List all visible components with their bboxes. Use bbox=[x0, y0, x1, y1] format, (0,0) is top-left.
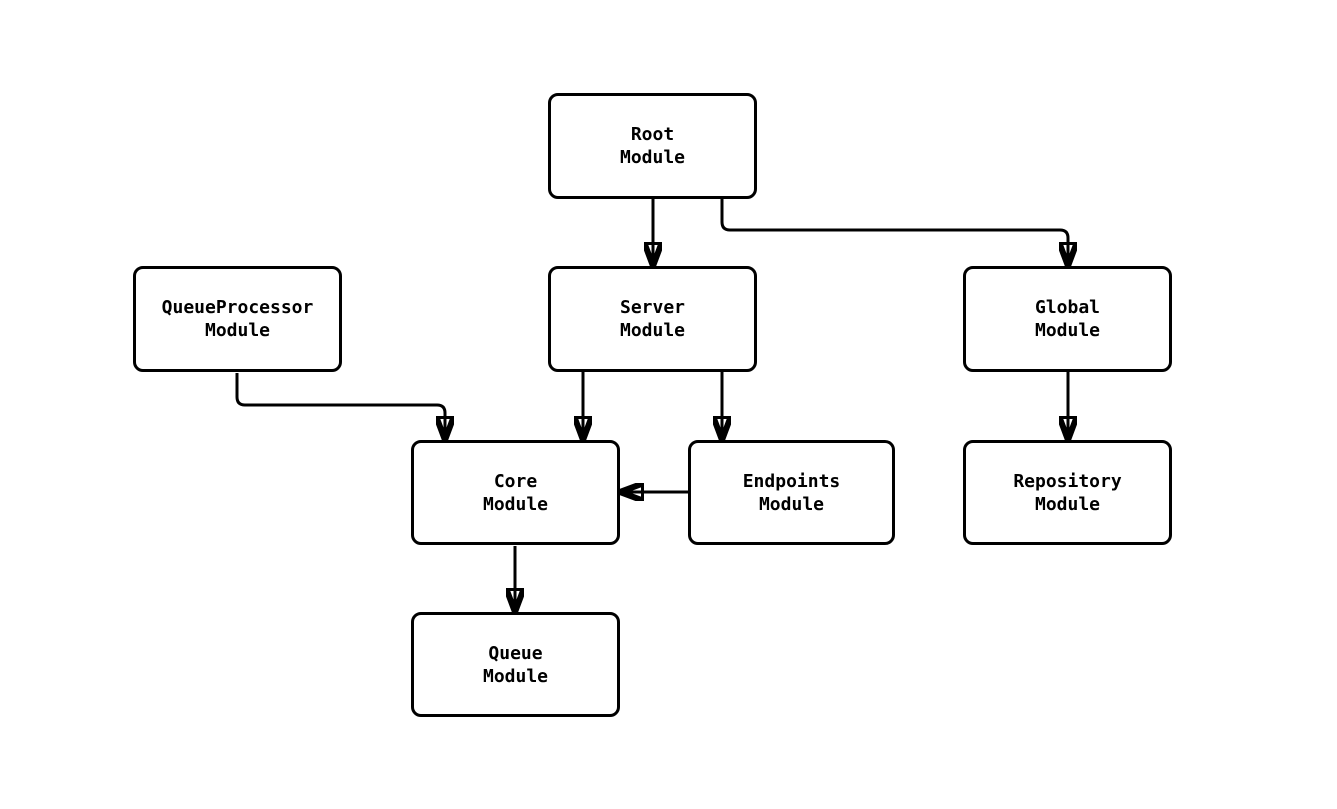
node-root-module: Root Module bbox=[548, 93, 757, 199]
node-core-module: Core Module bbox=[411, 440, 620, 545]
node-queue-module: Queue Module bbox=[411, 612, 620, 717]
node-server-module-label: Server Module bbox=[619, 297, 686, 341]
node-global-module-label: Global Module bbox=[1034, 297, 1101, 341]
node-root-module-label: Root Module bbox=[619, 124, 686, 168]
edge-queueprocessor-to-core bbox=[235, 373, 445, 438]
node-queue-module-label: Queue Module bbox=[482, 642, 549, 687]
node-server-module: Server Module bbox=[548, 266, 757, 372]
node-queueprocessor-module: QueueProcessor Module bbox=[133, 266, 342, 372]
node-endpoints-module: Endpoints Module bbox=[688, 440, 895, 545]
node-queueprocessor-module-label: QueueProcessor Module bbox=[161, 297, 314, 341]
node-repository-module-label: Repository Module bbox=[1013, 470, 1122, 515]
node-core-module-label: Core Module bbox=[482, 470, 549, 515]
edge-root-to-global bbox=[720, 199, 1068, 264]
node-repository-module: Repository Module bbox=[963, 440, 1172, 545]
node-endpoints-module-label: Endpoints Module bbox=[742, 470, 841, 515]
node-global-module: Global Module bbox=[963, 266, 1172, 372]
